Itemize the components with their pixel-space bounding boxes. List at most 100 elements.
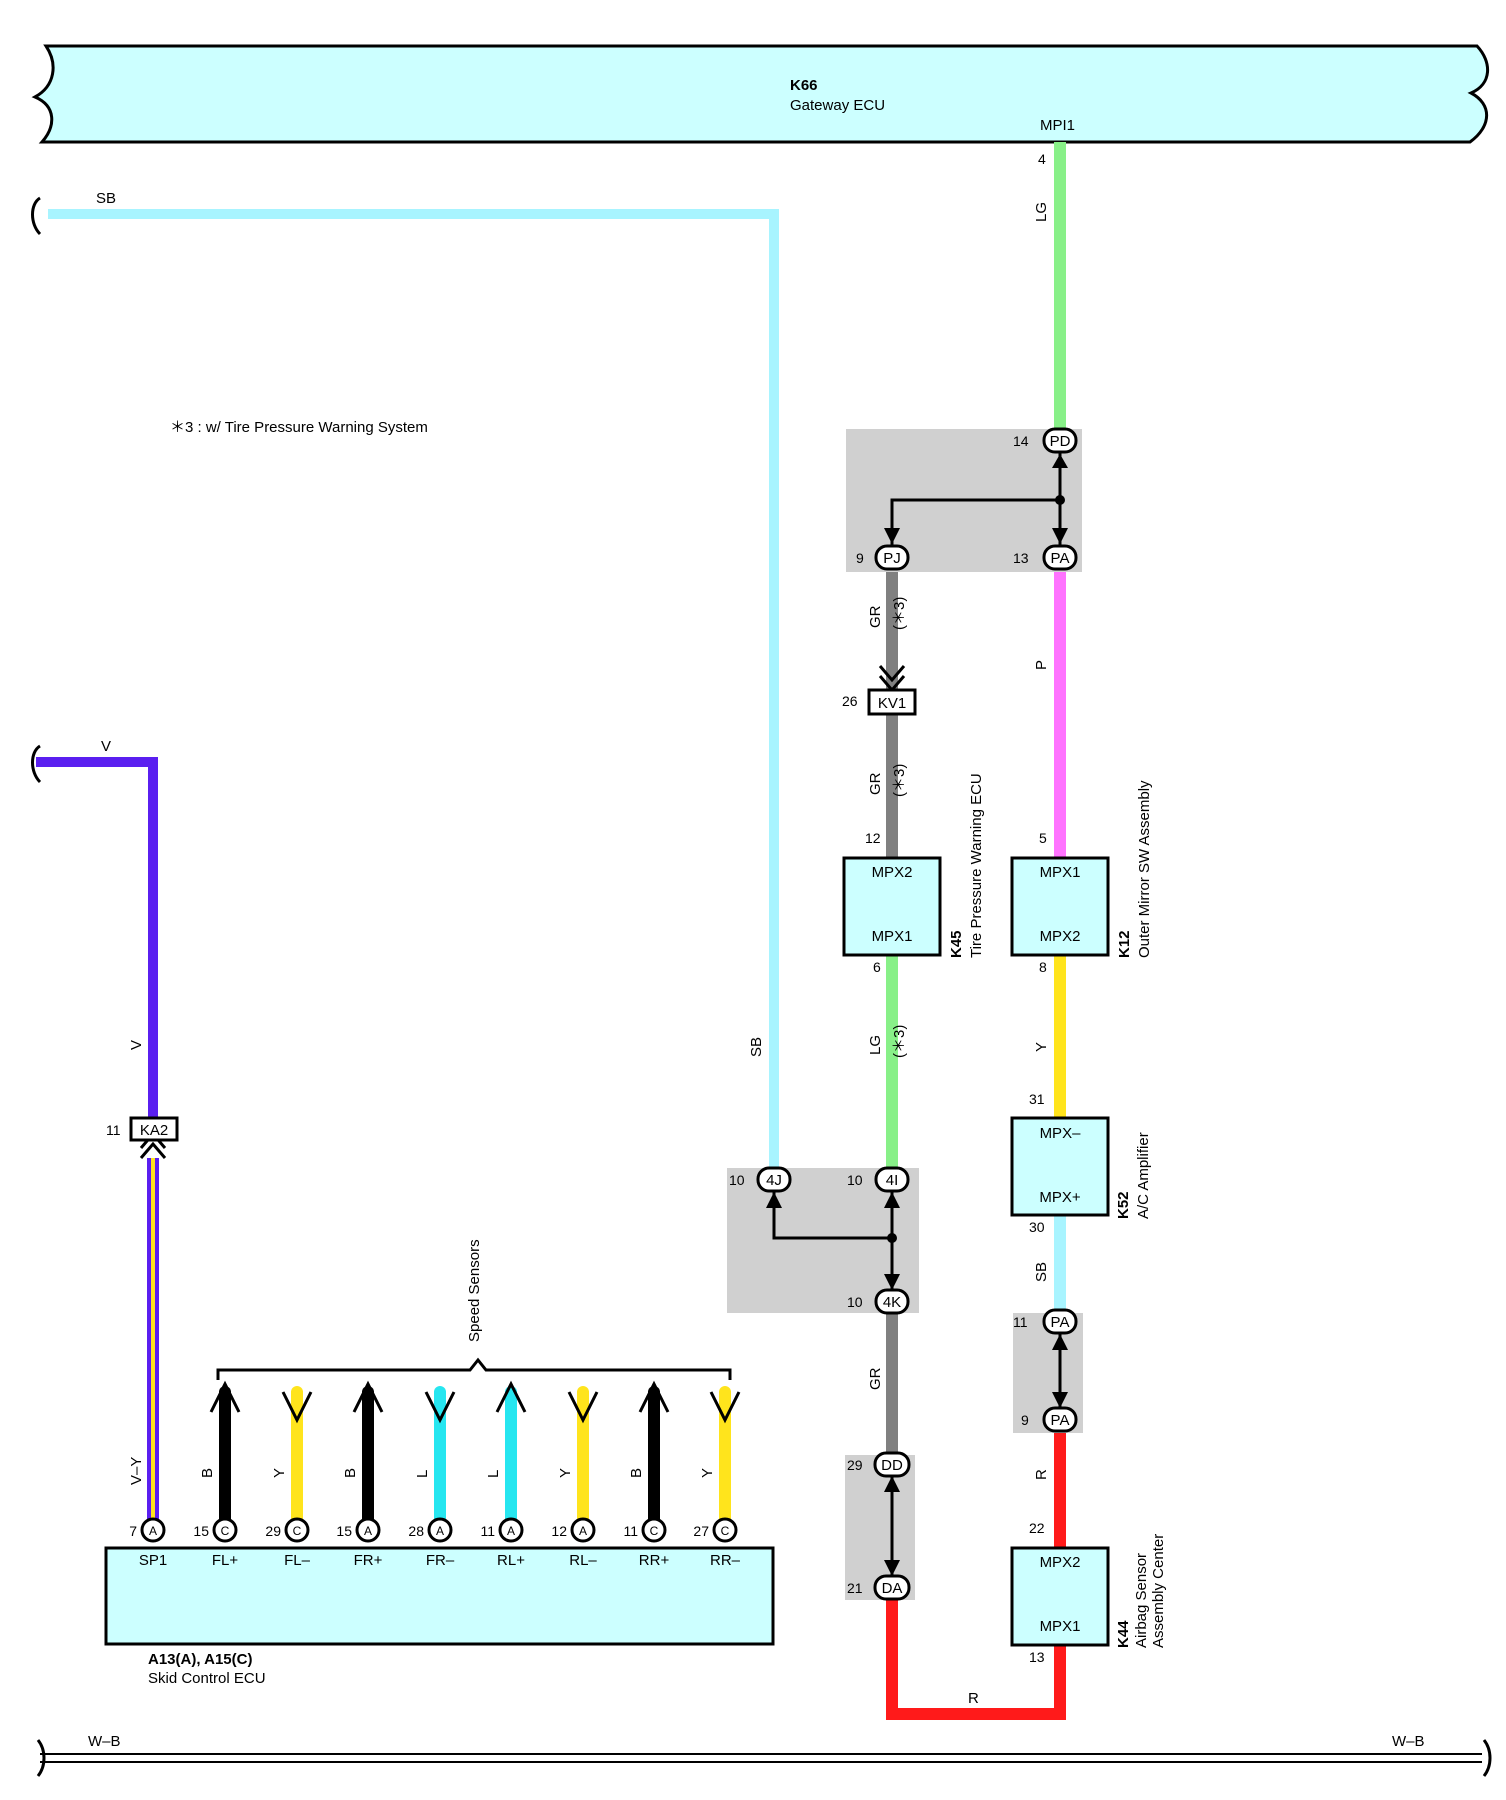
pin-number-flm: 29 <box>265 1523 281 1539</box>
skid-control-ecu-name: Skid Control ECU <box>148 1670 266 1687</box>
arrow-up-icon <box>638 1380 670 1413</box>
pin-pa13: 13 <box>1013 550 1029 566</box>
arrow-up-4j <box>766 1192 782 1208</box>
label-p: P <box>1033 660 1050 670</box>
connector-letter-rrp: C <box>650 1524 659 1538</box>
arrow-down-da <box>884 1560 900 1576</box>
k12-code: K12 <box>1116 930 1133 958</box>
wire-label-rrp: B <box>628 1468 645 1478</box>
pin-circle-rlm <box>570 1517 596 1543</box>
gateway-pin-label: MPI1 <box>1040 117 1075 134</box>
terminal-flp: FL+ <box>212 1552 239 1569</box>
v-wire-end <box>31 744 42 784</box>
label-star3-1: (＊3) <box>891 597 908 630</box>
pin-circle-sp1 <box>140 1517 166 1543</box>
connector-letter-rrm: C <box>721 1524 730 1538</box>
ground-bus-left-end <box>36 1739 46 1777</box>
svg-text:MPX2: MPX2 <box>872 864 913 881</box>
arrow-down-pa9 <box>1052 1392 1068 1408</box>
pin-number-frp: 15 <box>336 1523 352 1539</box>
connector-ka2: KA2 <box>129 1116 179 1142</box>
label-sb-vert: SB <box>748 1037 765 1057</box>
pin-k44-mpx1: 13 <box>1029 1649 1045 1665</box>
pin-4k: 10 <box>847 1294 863 1310</box>
connector-pa-13: PA <box>1042 544 1078 571</box>
arrow-down-icon <box>281 1391 313 1424</box>
speed-sensors-brace <box>216 1357 732 1380</box>
k45-tire-pressure-ecu: MPX2 MPX1 <box>842 856 942 957</box>
connector-letter-rlm: A <box>579 1524 587 1538</box>
label-v-top: V <box>101 738 111 755</box>
pin-k52-mpxm: 31 <box>1029 1091 1045 1107</box>
arrow-up-pa11 <box>1052 1334 1068 1350</box>
svg-text:KA2: KA2 <box>140 1122 168 1139</box>
k45-code: K45 <box>948 930 965 958</box>
connector-pd: PD <box>1042 427 1078 454</box>
splice-4j-dot <box>887 1233 897 1243</box>
pin-number-frm: 28 <box>408 1523 424 1539</box>
svg-text:4J: 4J <box>766 1172 782 1189</box>
pin-number-flp: 15 <box>193 1523 209 1539</box>
terminal-rrm: RR– <box>710 1552 741 1569</box>
wire-label-flp: B <box>199 1468 216 1478</box>
pin-circle-frm <box>427 1517 453 1543</box>
splice-top-dot <box>1055 495 1065 505</box>
pin-number-rlp: 11 <box>480 1523 495 1539</box>
connector-dd: DD <box>873 1451 911 1478</box>
arrow-down-pj <box>884 528 900 544</box>
svg-text:MPX1: MPX1 <box>872 928 913 945</box>
skid-control-pins: A7SP1BC15FL+YC29FL–BA15FR+LA28FR–LA11RL+… <box>129 1380 741 1569</box>
wire-sb-top <box>48 209 779 1178</box>
label-sb-top: SB <box>96 190 116 207</box>
svg-text:MPX–: MPX– <box>1040 1125 1082 1142</box>
wire-label-rlp: L <box>485 1470 502 1478</box>
pin-4i: 10 <box>847 1172 863 1188</box>
pin-number-rrm: 27 <box>693 1523 709 1539</box>
arrow-up-icon <box>352 1380 384 1413</box>
speed-sensors-label: Speed Sensors <box>466 1239 483 1342</box>
connector-letter-sp1: A <box>149 1524 157 1538</box>
label-wb-left: W–B <box>88 1733 121 1750</box>
svg-text:PA: PA <box>1051 550 1070 567</box>
label-star3-3: (＊3) <box>891 1025 908 1058</box>
terminal-frm: FR– <box>426 1552 455 1569</box>
wire-label-frm: L <box>414 1470 431 1478</box>
pin-k12-mpx2: 8 <box>1039 959 1047 975</box>
arrow-down-4k <box>884 1274 900 1290</box>
pin-k45-mpx1: 6 <box>873 959 881 975</box>
gateway-name: Gateway ECU <box>790 97 885 114</box>
wire-v <box>36 757 158 1132</box>
k12-outer-mirror-sw: MPX1 MPX2 <box>1010 856 1110 957</box>
connector-letter-rlp: A <box>507 1524 515 1538</box>
connector-4j: 4J <box>756 1166 792 1193</box>
arrow-down-pa <box>1052 528 1068 544</box>
connector-letter-frm: A <box>436 1524 444 1538</box>
connector-pa-9: PA <box>1042 1406 1078 1433</box>
k44-name-2: Assembly Center <box>1150 1534 1167 1648</box>
pin-pa11: 11 <box>1013 1314 1028 1330</box>
terminal-rlp: RL+ <box>497 1552 525 1569</box>
pin-circle-flp <box>212 1517 238 1543</box>
terminal-frp: FR+ <box>354 1552 383 1569</box>
svg-text:MPX2: MPX2 <box>1040 1554 1081 1571</box>
pin-number-sp1: 7 <box>129 1523 137 1539</box>
arrow-up-dd <box>884 1476 900 1492</box>
gateway-ecu-box <box>31 44 1490 144</box>
k45-name: Tire Pressure Warning ECU <box>968 773 985 958</box>
svg-text:PD: PD <box>1050 433 1071 450</box>
pin-ka2: 11 <box>106 1122 121 1138</box>
arrow-up-pd <box>1052 454 1068 468</box>
arrow-down-icon <box>709 1391 741 1424</box>
connector-letter-frp: A <box>364 1524 372 1538</box>
pin-circle-rrp <box>641 1517 667 1543</box>
pin-number-rrp: 11 <box>623 1523 638 1539</box>
pin-da: 21 <box>847 1580 863 1596</box>
pin-circle-flm <box>284 1517 310 1543</box>
pin-k45-mpx2: 12 <box>865 830 881 846</box>
k52-code: K52 <box>1115 1191 1132 1219</box>
svg-text:MPX2: MPX2 <box>1040 928 1081 945</box>
wire-label-rlm: Y <box>557 1468 574 1478</box>
k44-name-1: Airbag Sensor <box>1133 1553 1150 1648</box>
svg-text:DA: DA <box>882 1580 903 1597</box>
connector-da: DA <box>873 1574 911 1601</box>
